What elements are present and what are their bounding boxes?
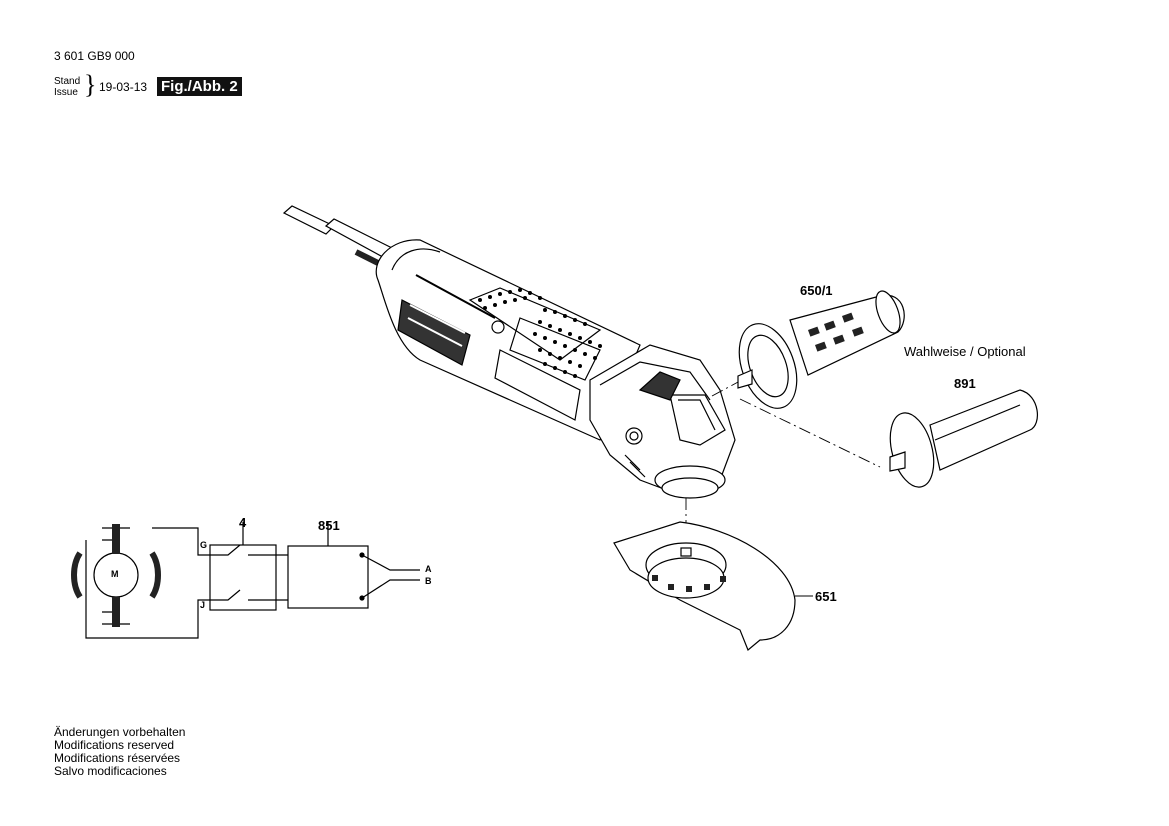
optional-note: Wahlweise / Optional: [904, 344, 1026, 359]
note-de: Änderungen vorbehalten: [54, 725, 186, 739]
wiring-diagram: [71, 522, 420, 639]
callout-4: 4: [239, 515, 247, 530]
document-number: 3 601 GB9 000: [54, 49, 135, 63]
callout-851: 851: [318, 518, 340, 533]
grip-dots-pattern: [478, 288, 602, 378]
issue-date: 19-03-13: [99, 80, 148, 94]
issue-label: Issue: [54, 87, 78, 98]
modification-notes: Änderungen vorbehalten Modifications res…: [54, 726, 185, 778]
gear-head: [589, 344, 736, 499]
terminal-g-label: G: [200, 540, 208, 550]
stand-label: Stand: [54, 76, 81, 87]
terminal-b-label: B: [425, 576, 432, 586]
angle-grinder-body: [375, 239, 641, 441]
motor-label: M: [111, 569, 119, 579]
wheel-guard-651: [613, 521, 813, 651]
callout-651: 651: [815, 589, 837, 604]
note-es: Salvo modificaciones: [54, 764, 167, 778]
terminal-a-label: A: [425, 564, 432, 574]
note-en: Modifications reserved: [54, 738, 175, 752]
callout-650-1: 650/1: [800, 283, 833, 298]
note-fr: Modifications réservées: [54, 751, 181, 765]
figure-label: Fig./Abb. 2: [157, 77, 242, 96]
side-handle-891: [889, 389, 1038, 488]
side-handle-650-1: [737, 290, 905, 409]
brace-symbol: }: [84, 70, 97, 99]
terminal-j-label: J: [200, 600, 206, 610]
callout-891: 891: [954, 376, 976, 391]
